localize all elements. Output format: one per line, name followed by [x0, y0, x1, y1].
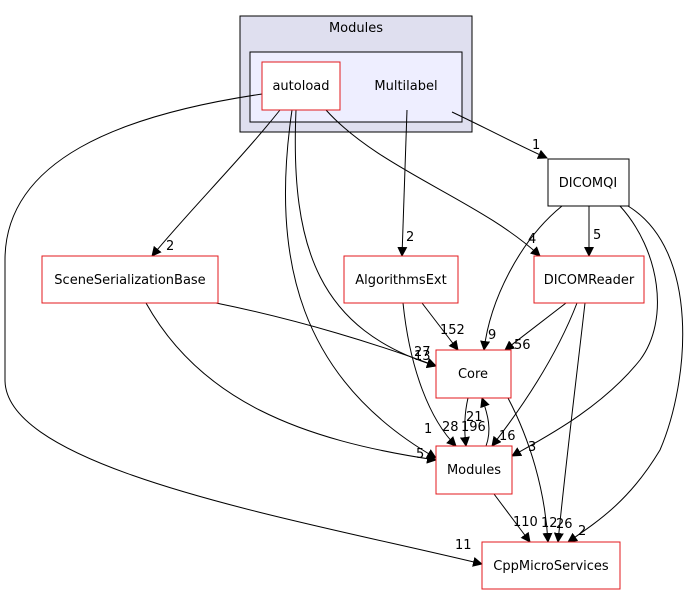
edge-label: 27 [414, 345, 431, 360]
edges [4, 93, 684, 567]
edge-multilabel-dicomqi [451, 111, 548, 159]
edge-label: 12 [541, 516, 558, 531]
node-label: Modules [447, 463, 501, 478]
node-label: SceneSerializationBase [54, 273, 205, 288]
edge-label: 28 [442, 420, 459, 435]
edge-label: 16 [499, 429, 516, 444]
edge-label: 5 [593, 228, 601, 243]
edge-core-cppms [507, 397, 553, 543]
edge-label: 2 [406, 230, 414, 245]
edge-scene-core [215, 302, 437, 368]
node-label: DICOMQI [559, 176, 617, 191]
edge-label: 13 [414, 349, 431, 364]
edge-label: 56 [514, 338, 531, 353]
edge-label: 11 [455, 538, 472, 553]
cluster-modules-label: Modules [329, 21, 383, 36]
node-label: Core [458, 367, 488, 382]
node-label: DICOMReader [544, 273, 635, 288]
node-dicom-reader[interactable]: DICOMReader [533, 255, 645, 304]
edge-autoload-cppms [4, 93, 483, 567]
edge-label: 3 [528, 440, 536, 455]
edge-algorithms-modules [402, 302, 457, 447]
edge-modules-cppms [493, 493, 531, 543]
edge-label: 110 [513, 515, 538, 530]
edge-label: 1 [532, 138, 540, 153]
edge-label: 2 [578, 524, 586, 539]
edge-dicomqi-core [480, 205, 563, 351]
edge-dicomreader-cppms [553, 302, 586, 543]
edge-label: 2 [166, 239, 174, 254]
edge-autoload-dicomreader [325, 109, 541, 257]
edge-autoload-scene [151, 109, 281, 257]
edge-labels: 1 2 2 4 5 152 9 56 27 13 21 196 28 1 16 … [166, 138, 601, 553]
edge-label: 1 [424, 422, 432, 437]
node-label: autoload [272, 79, 329, 94]
node-core[interactable]: Core [435, 349, 512, 399]
node-label: Multilabel [374, 79, 437, 94]
node-label: CppMicroServices [493, 559, 609, 574]
edge-label: 196 [461, 420, 486, 435]
node-cpp-micro-services[interactable]: CppMicroServices [481, 541, 621, 590]
edge-scene-modules [145, 302, 437, 464]
node-multilabel[interactable]: Multilabel [374, 79, 437, 94]
edge-label: 21 [466, 410, 483, 425]
edge-label: 26 [556, 517, 573, 532]
edge-label: 5 [416, 447, 424, 462]
edge-dicomreader-modules [491, 302, 578, 447]
node-autoload[interactable]: autoload [261, 61, 341, 111]
edge-autoload-modules [284, 109, 437, 459]
edge-dicomreader-core [504, 302, 567, 351]
node-scene-serialization-base[interactable]: SceneSerializationBase [41, 255, 219, 304]
edge-autoload-core [294, 109, 437, 369]
edge-core-modules [459, 397, 470, 447]
edge-label: 9 [488, 328, 496, 343]
edge-modules-core [480, 397, 490, 447]
edge-dicomqi-cppms [567, 205, 684, 543]
edge-multilabel-algorithms [397, 109, 408, 257]
edge-algorithms-core [421, 302, 459, 351]
edge-label: 4 [528, 232, 536, 247]
node-modules[interactable]: Modules [435, 445, 513, 495]
edge-label: 152 [440, 323, 465, 338]
node-algorithms-ext[interactable]: AlgorithmsExt [343, 255, 459, 304]
node-label: AlgorithmsExt [355, 273, 446, 288]
node-dicomqi[interactable]: DICOMQI [547, 158, 630, 207]
edge-dicomqi-modules [511, 205, 658, 457]
